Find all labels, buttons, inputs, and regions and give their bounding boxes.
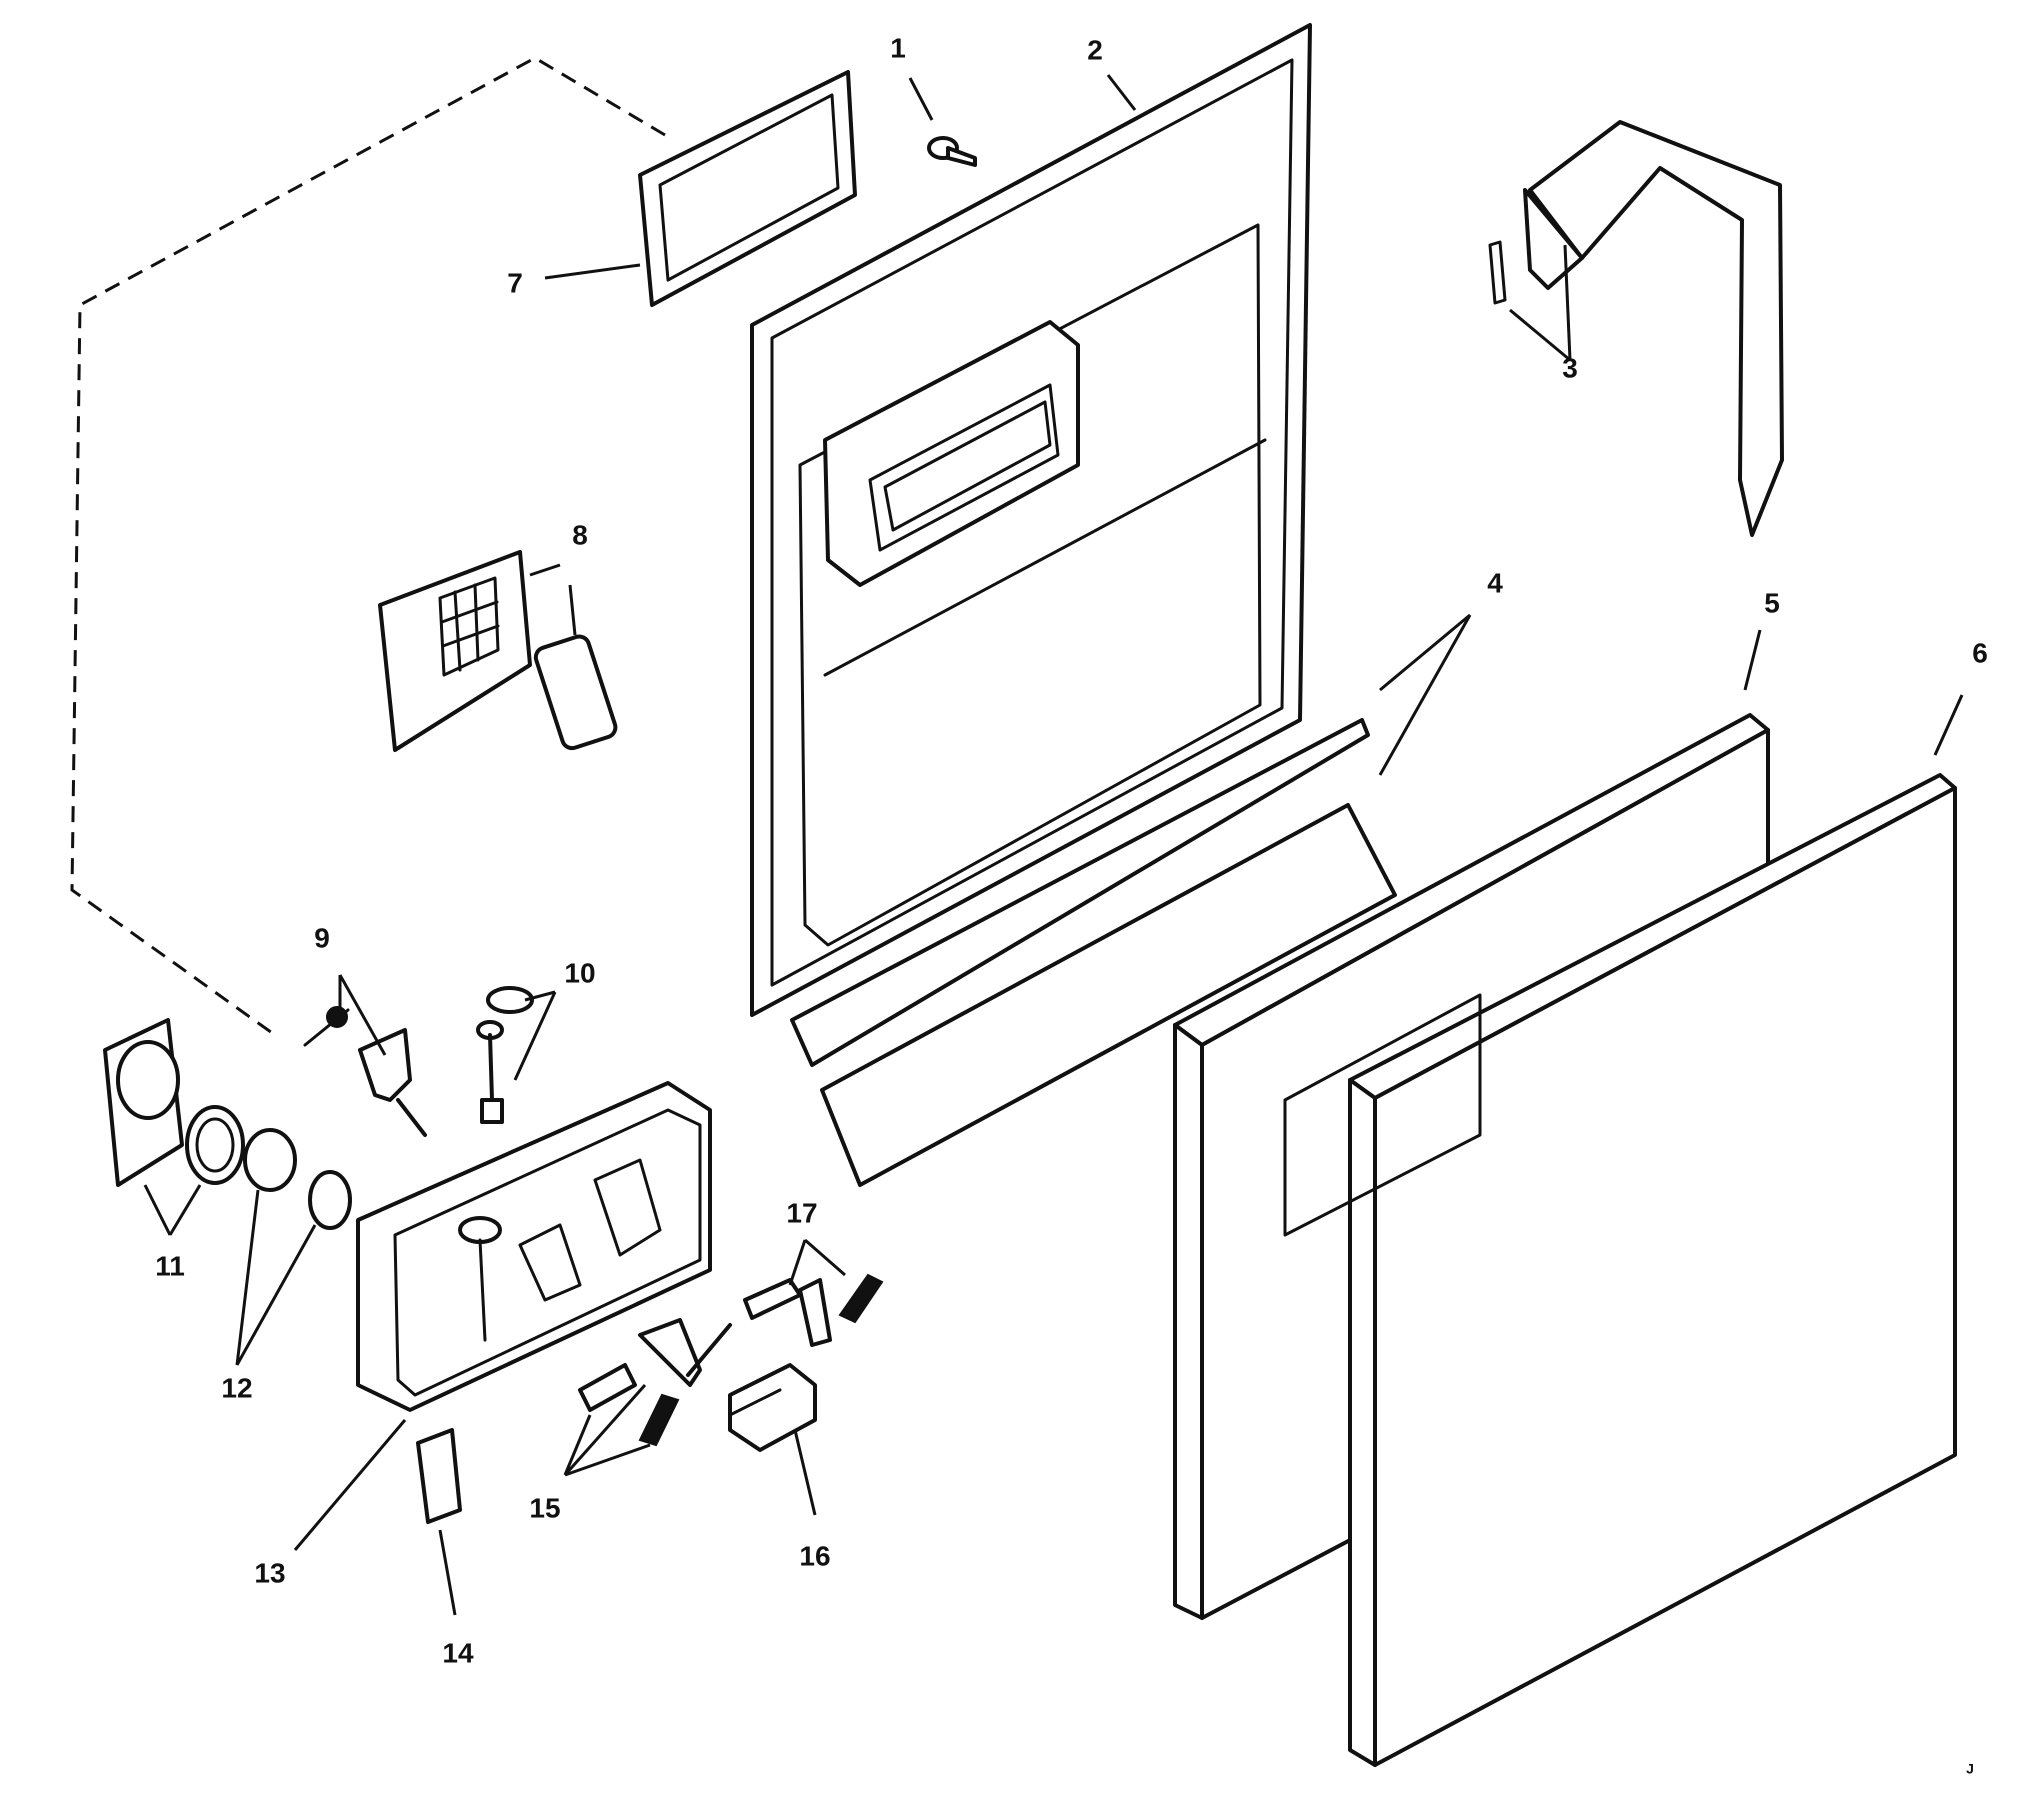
part-2-inner-door <box>750 23 1312 1017</box>
callout-9: 9 <box>314 922 330 953</box>
part-13-dispenser <box>356 1081 712 1412</box>
callout-8: 8 <box>572 519 588 550</box>
part-12-seals <box>185 1105 352 1230</box>
part-15-parts <box>578 1318 732 1447</box>
callout-17: 17 <box>786 1197 817 1228</box>
leader-lines <box>143 74 1964 1616</box>
part-8-bracket <box>378 550 618 752</box>
part-9-spring-lever <box>303 1006 427 1137</box>
callout-1: 1 <box>890 32 906 63</box>
callout-2: 2 <box>1087 34 1103 65</box>
callout-4: 4 <box>1487 567 1503 598</box>
part-7-gasket <box>638 70 857 307</box>
part-17-parts <box>743 1273 884 1347</box>
callout-5: 5 <box>1764 587 1780 618</box>
part-16-connector <box>728 1363 817 1452</box>
part-14-clip <box>416 1428 462 1524</box>
callout-6: 6 <box>1972 637 1988 668</box>
corner-mark: J <box>1966 1761 1974 1777</box>
part-11-housing <box>103 1018 184 1187</box>
callout-3: 3 <box>1562 352 1578 383</box>
assembly-group-dashed-outline <box>70 56 666 1037</box>
callout-16: 16 <box>799 1540 830 1571</box>
callout-numbers: 1 2 3 4 5 6 7 8 9 10 11 12 13 14 15 16 1… <box>155 32 1988 1776</box>
callout-11: 11 <box>155 1250 185 1281</box>
part-3-bracket <box>1488 120 1784 537</box>
callout-10: 10 <box>564 957 595 988</box>
callout-12: 12 <box>221 1372 252 1403</box>
callout-13: 13 <box>254 1557 285 1588</box>
callout-7: 7 <box>507 267 523 298</box>
part-10-plunger <box>476 986 534 1124</box>
part-6-outer-door <box>1283 773 1957 1767</box>
part-4-trim-strips <box>790 718 1397 1187</box>
callout-14: 14 <box>442 1637 474 1668</box>
callout-15: 15 <box>529 1492 560 1523</box>
part-1-screw <box>927 136 977 167</box>
